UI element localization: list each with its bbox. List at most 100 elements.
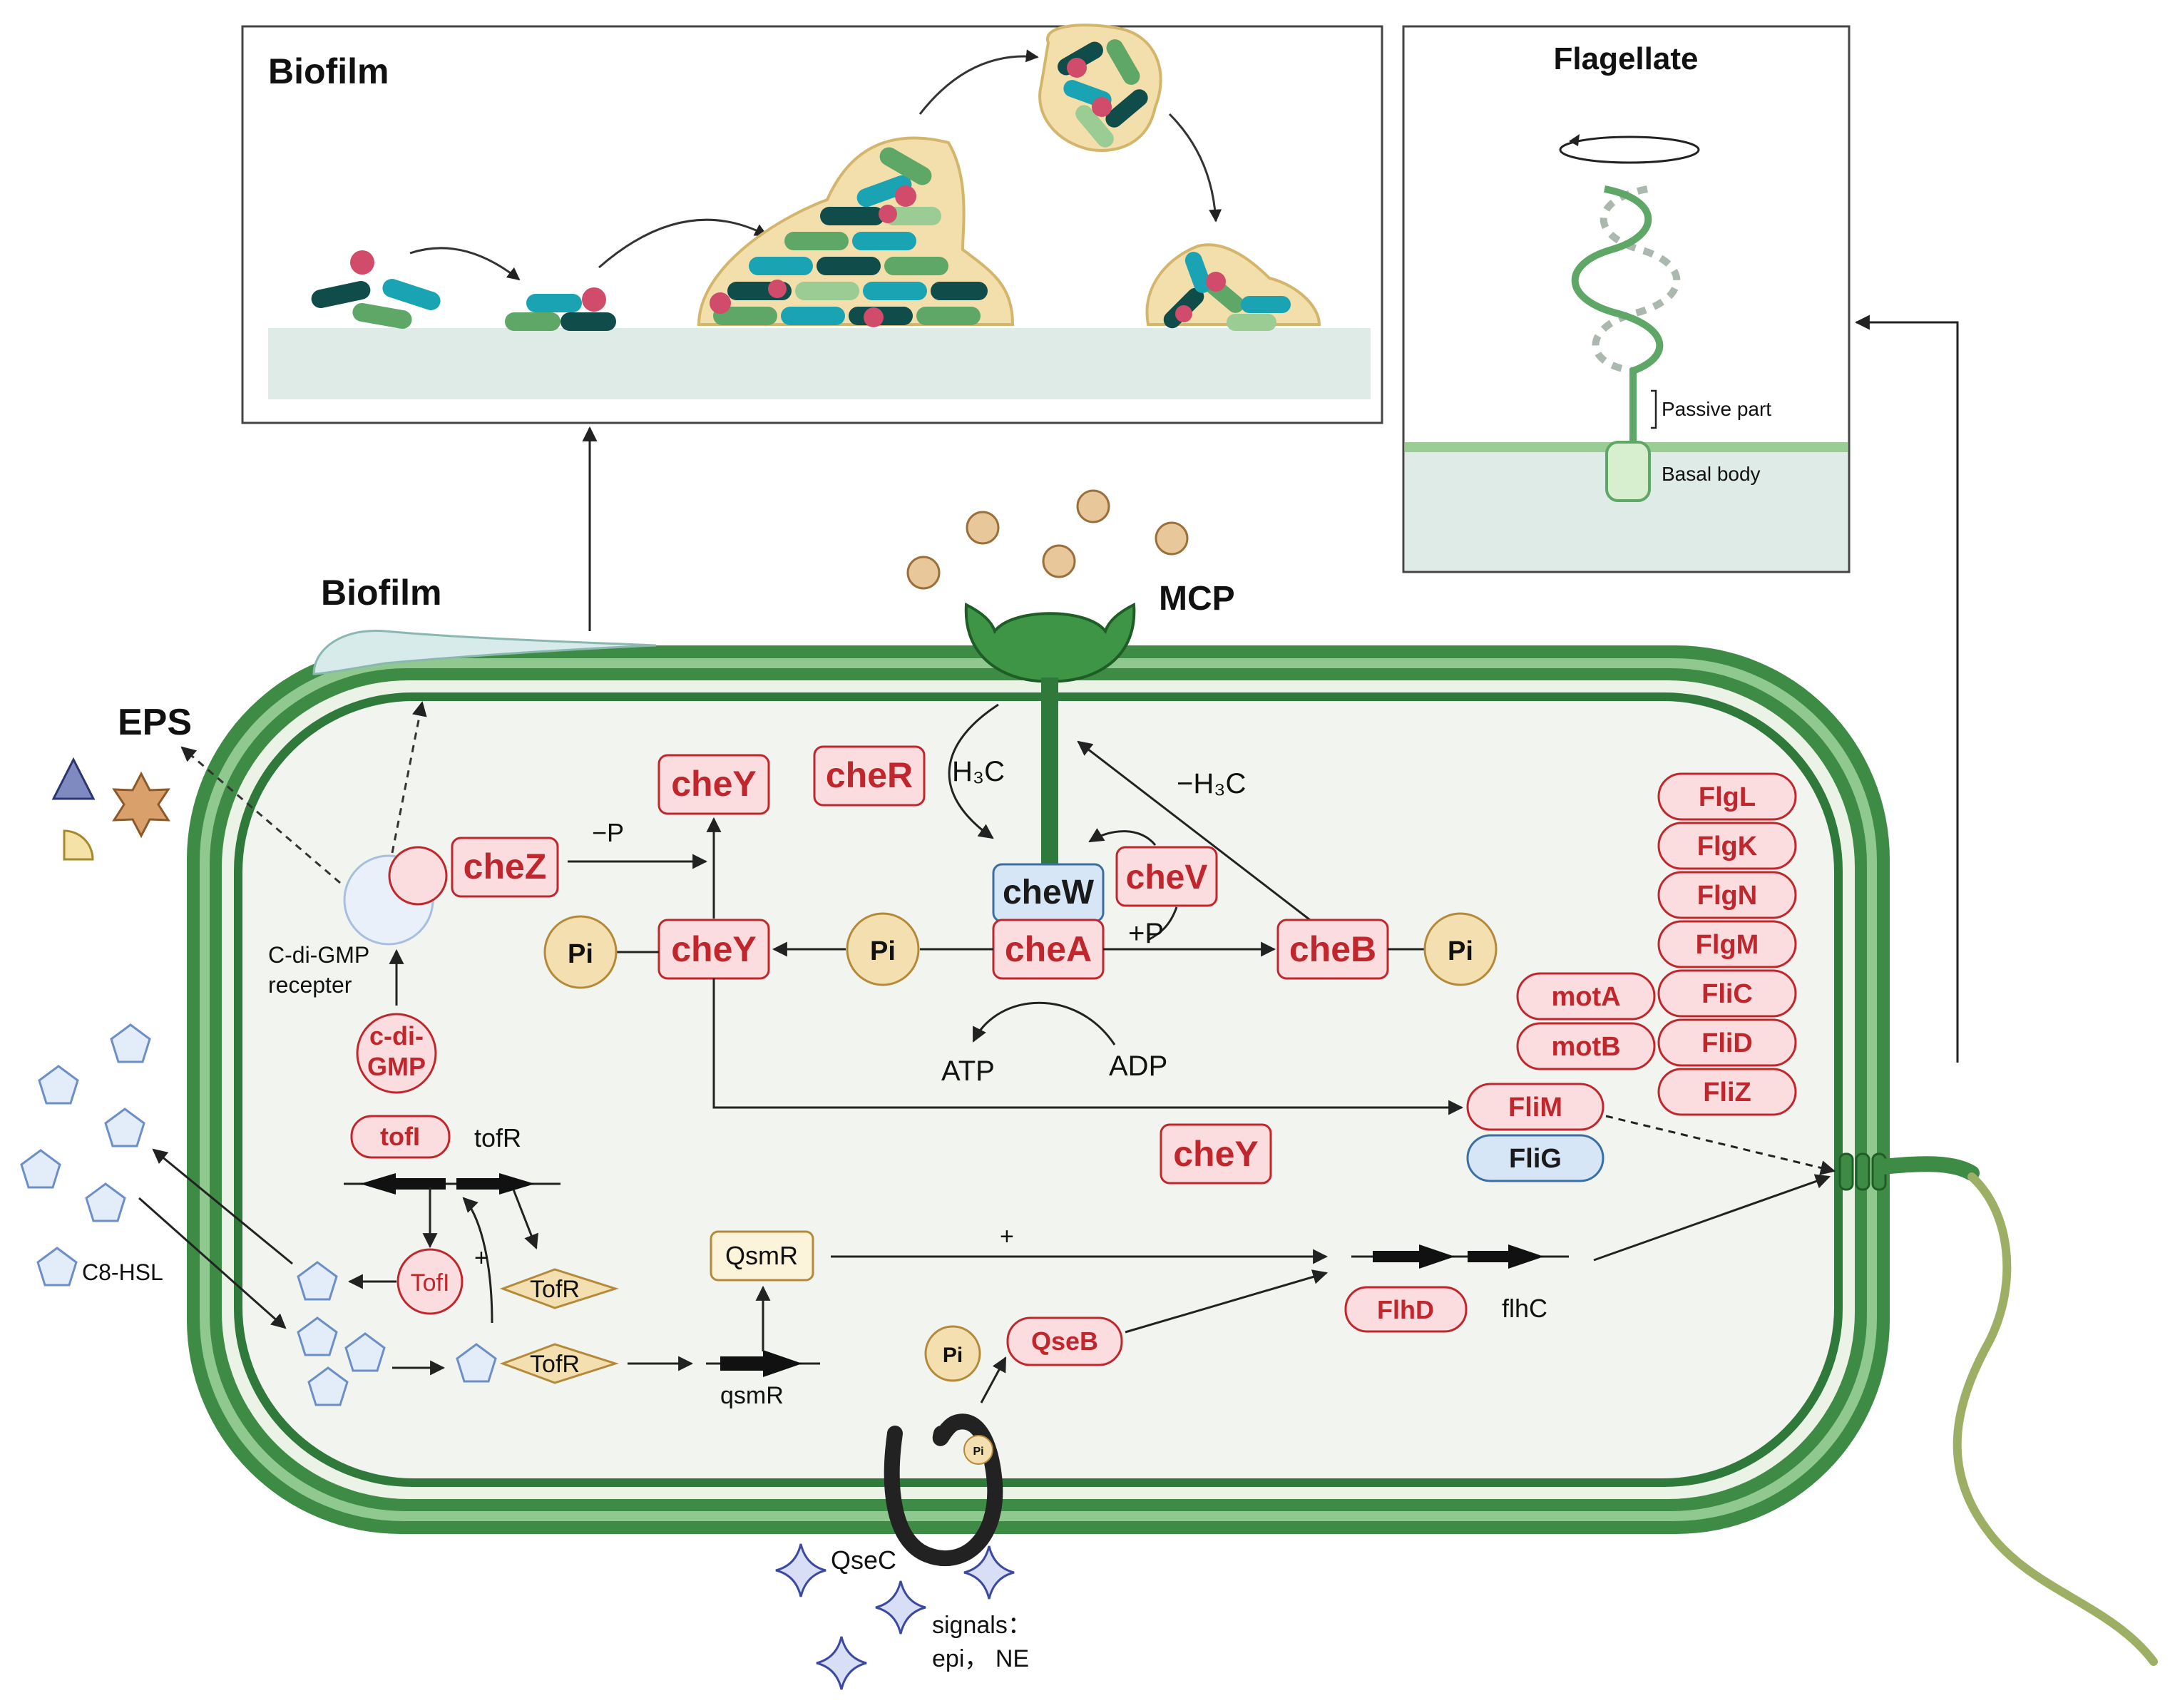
qsmr-gene-label: qsmR — [720, 1382, 784, 1409]
tofr-protein-1 — [499, 1268, 619, 1309]
passive-part-label: Passive part — [1662, 398, 1771, 420]
biofilm-stage-1 — [311, 250, 441, 329]
flim-box — [1466, 1083, 1605, 1131]
tofi-gene-arrow — [360, 1173, 446, 1195]
flg-item-label: FliC — [1701, 979, 1753, 1009]
tofi-gene-label: tofI — [380, 1122, 420, 1151]
chey-top-label: cheY — [671, 764, 757, 804]
chey-free-box — [1160, 1123, 1272, 1185]
flg-item-label: FlgM — [1696, 930, 1759, 960]
flhc-label: flhC — [1502, 1294, 1547, 1323]
qseb-label: QseB — [1031, 1326, 1098, 1356]
tofr-protein-2-label: TofR — [530, 1351, 580, 1378]
cher-box — [813, 745, 926, 807]
flg-item-label: FlgL — [1699, 782, 1756, 812]
flig-box — [1466, 1134, 1605, 1182]
biofilm-stage-2 — [505, 287, 616, 331]
tofr-gene-arrow — [456, 1173, 535, 1195]
tofr-protein-1-label: TofR — [530, 1276, 580, 1303]
biofilm-stage-3 — [697, 136, 1015, 327]
qseb-box — [1006, 1316, 1123, 1366]
surface — [268, 328, 1371, 399]
minus-p-label: −P — [592, 818, 624, 847]
biofilm-stage-4 — [1038, 24, 1162, 152]
h3c-label: H₃C — [952, 756, 1005, 787]
flg-item: FlgN — [1657, 871, 1797, 919]
chey-mid-label: cheY — [671, 929, 757, 969]
chea-label: cheA — [1005, 929, 1092, 969]
eps-quarter — [63, 829, 94, 861]
cdigmp-node — [356, 1013, 437, 1094]
surface-biofilm — [312, 629, 657, 675]
rotation-arrow — [1559, 135, 1700, 164]
pi-right — [1423, 912, 1498, 986]
pi-right-label: Pi — [1448, 936, 1473, 966]
basal-body-label: Basal body — [1662, 463, 1761, 485]
bacterial-cell — [187, 645, 1890, 1534]
pi-qseb-label: Pi — [943, 1344, 963, 1367]
flg-item: FliD — [1657, 1018, 1797, 1067]
eps-triangle — [51, 757, 96, 800]
plus-label-2: + — [1000, 1223, 1014, 1250]
c8hsl-label: C8-HSL — [82, 1259, 163, 1285]
flhd-gene-arrow — [1373, 1244, 1455, 1269]
chey-free-label: cheY — [1173, 1134, 1259, 1174]
flig-label: FliG — [1509, 1144, 1562, 1174]
flagellar-motor — [1838, 1152, 1980, 1191]
flhd-box — [1344, 1286, 1468, 1333]
flg-item-label: FliD — [1701, 1028, 1753, 1058]
pi-left — [543, 915, 618, 989]
atp-label: ATP — [941, 1055, 995, 1087]
eps-label: EPS — [118, 702, 192, 743]
biofilm-stage-5 — [1145, 243, 1321, 331]
pi-center — [846, 912, 920, 986]
cdigmp-receptor-label-1: C-di-GMP — [268, 942, 369, 968]
plus-label-1: + — [474, 1244, 488, 1272]
qsmr-gene-arrow — [720, 1350, 802, 1377]
cdigmp-text-2: GMP — [367, 1052, 426, 1081]
biofilm-label: Biofilm — [321, 573, 441, 613]
qsmr-protein-label: QsmR — [725, 1241, 798, 1270]
ligand-molecules — [906, 489, 1189, 590]
mcp-receptor — [964, 602, 1136, 877]
qsec-label: QseC — [831, 1545, 896, 1575]
flg-item-label: FlgK — [1697, 832, 1758, 861]
cdigmp-text-1: c-di- — [369, 1021, 424, 1050]
pi-qseb — [924, 1325, 981, 1382]
chey-top-box — [657, 754, 770, 815]
motb-box — [1516, 1022, 1656, 1070]
chez-box — [451, 837, 559, 898]
cheb-label: cheB — [1289, 929, 1376, 969]
flagellate-panel-title: Flagellate — [1554, 41, 1699, 76]
flhd-label: FlhD — [1377, 1295, 1434, 1324]
flhc-gene-arrow — [1468, 1244, 1544, 1269]
flg-item: FliZ — [1657, 1068, 1797, 1116]
minus-h3c-label: −H₃C — [1177, 768, 1246, 799]
qsec-sensor — [884, 1413, 1003, 1566]
plus-p-label: +P — [1128, 918, 1164, 949]
tofr-protein-2 — [499, 1343, 619, 1384]
tofi-gene-box — [350, 1115, 451, 1159]
flg-item-label: FliZ — [1703, 1078, 1751, 1108]
mcp-label: MCP — [1159, 580, 1235, 618]
cdigmp-receptor — [343, 846, 448, 946]
flg-item: FlgM — [1657, 920, 1797, 968]
flg-stack: FlgL FlgK FlgN FlgM FliC FliD FliZ — [1657, 772, 1797, 1116]
flagellum — [1953, 1172, 2158, 1666]
flg-item: FlgK — [1657, 822, 1797, 870]
pi-center-label: Pi — [870, 936, 896, 966]
signals-label-2: epi， NE — [932, 1645, 1029, 1672]
motb-label: motB — [1551, 1032, 1620, 1062]
basal-body — [1605, 441, 1651, 502]
signal-molecules — [775, 1543, 1015, 1690]
mota-label: motA — [1551, 982, 1620, 1012]
chev-label: cheV — [1126, 859, 1208, 896]
mota-box — [1516, 972, 1656, 1021]
chev-box — [1115, 846, 1218, 907]
chez-label: cheZ — [464, 847, 547, 886]
pi-left-label: Pi — [568, 939, 593, 969]
tofr-gene-label: tofR — [474, 1123, 521, 1152]
flagellate-panel: Flagellate Passive part Basal body — [1402, 25, 1851, 573]
